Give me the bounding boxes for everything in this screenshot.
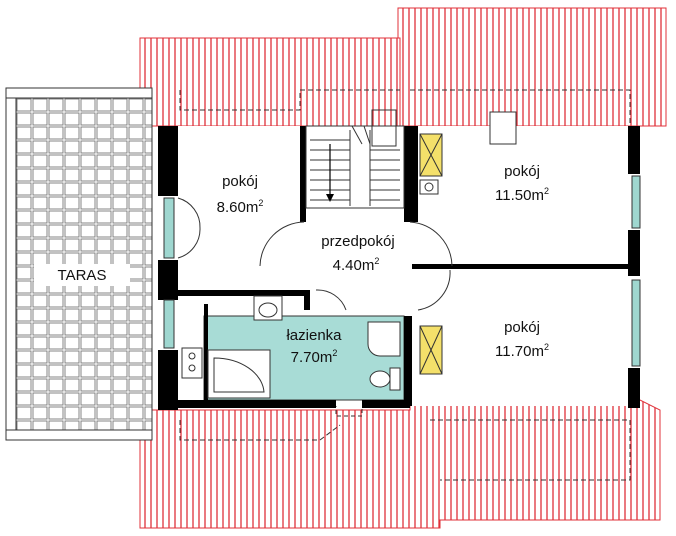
chimney-icon: [419, 111, 517, 375]
room-name: pokój: [504, 319, 540, 336]
terrace: TARAS: [5, 87, 153, 441]
room-area: 11.70m2: [495, 342, 549, 360]
terrace-label: TARAS: [58, 267, 107, 284]
room-name: pokój: [222, 173, 258, 190]
bathroom-label: łazienka 7.70m2: [286, 327, 342, 366]
room-name: przedpokój: [321, 233, 394, 250]
appliance-icon: [181, 179, 439, 379]
room-name: pokój: [504, 163, 540, 180]
stairs-icon: [305, 109, 405, 209]
shower-icon: [367, 321, 401, 357]
bathtub-icon: [207, 349, 271, 399]
room-area: 11.50m2: [495, 186, 549, 204]
washbasin-icon: [253, 295, 283, 321]
room-top-right-label: pokój 11.50m2: [495, 163, 549, 204]
doors: [177, 197, 453, 311]
room-name: łazienka: [286, 327, 342, 344]
walls: [158, 126, 640, 410]
room-area: 8.60m2: [217, 198, 264, 216]
room-area: 4.40m2: [333, 256, 380, 274]
room-left-label: pokój 8.60m2: [217, 173, 264, 216]
room-area: 7.70m2: [291, 348, 338, 366]
room-bottom-right-label: pokój 11.70m2: [495, 319, 549, 360]
toilet-icon: [369, 367, 401, 391]
roof-top: [139, 7, 667, 127]
windows: [163, 175, 641, 367]
hallway-label: przedpokój 4.40m2: [321, 233, 394, 274]
